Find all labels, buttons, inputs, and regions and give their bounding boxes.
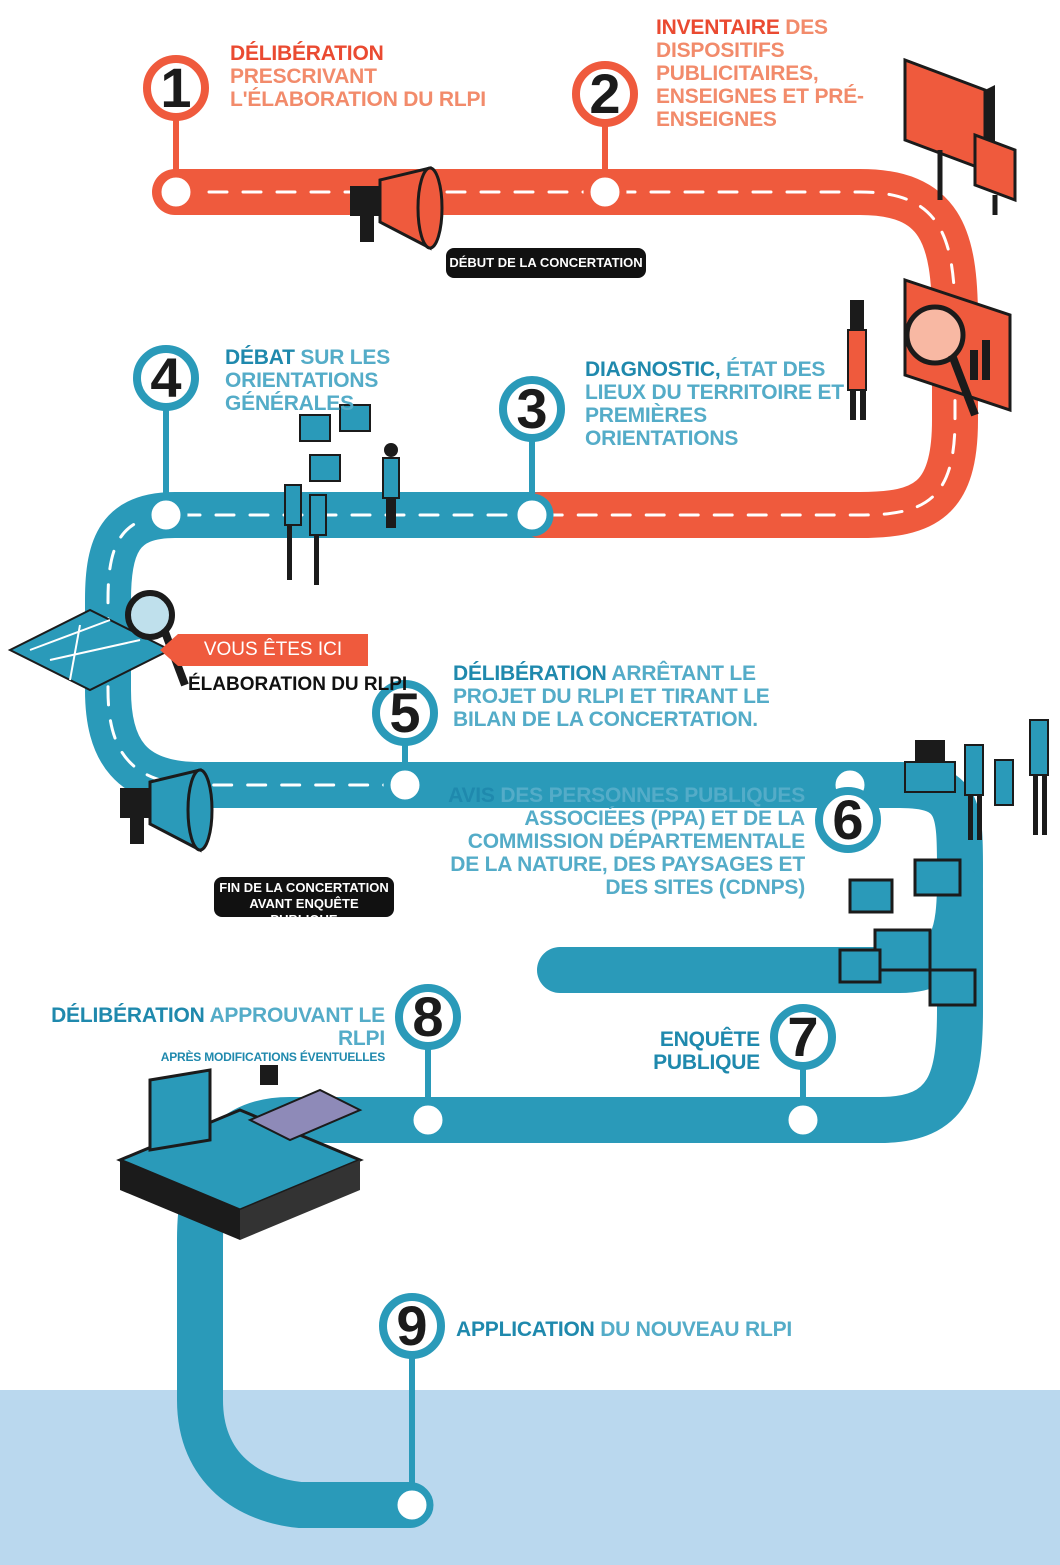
step-4-label: Débat sur les orientations générales [225,346,391,415]
here-arrow [160,634,178,666]
megaphone-icon [120,768,214,853]
step-2-number: 2 [572,61,638,127]
billboard-icon [903,57,1017,215]
step-4-number: 4 [133,345,199,411]
speech-bubbles-icon [838,858,977,1007]
megaphone-icon [350,166,444,251]
step-8-note: après modifications éventuelles [160,1050,385,1064]
step-9-label: Application du nouveau RLPI [456,1318,793,1341]
step-1-label: Délibération prescrivant l'élaboration d… [230,42,486,111]
speech-bubbles-icon [284,404,400,585]
step-3-label: Diagnostic, état des lieux du territoire… [585,358,844,450]
step-1-number: 1 [143,55,209,121]
step-7-label: Enquête publique [653,1028,760,1074]
step-7-number: 7 [770,1004,836,1070]
you-are-here-badge: VOUS ÊTES ICI [178,634,368,666]
office-team-icon [904,719,1049,840]
step-6-label: Avis des personnes publiques associées (… [448,784,805,899]
magnifier-chart-icon [847,277,1012,420]
tablet-map-icon [116,1065,364,1240]
start-concertation-tag: Début de la concertation [446,248,646,278]
step-5-label: Délibération arrêtant le projet du RLPI … [453,662,770,731]
bottom-band [0,1390,1060,1565]
step-8-label: Délibération approuvant le RLPIaprès mod… [40,1004,385,1064]
step-2-label: Inventaire des dispositifs publicitaires… [656,16,864,131]
end-tag-line2: avant enquête publique [249,896,359,927]
step-5-number: 5 [372,680,438,746]
step-3-number: 3 [499,376,565,442]
you-are-here-sub: Élaboration du RLPI [188,674,408,695]
step-6-number: 6 [815,787,881,853]
step-9-number: 9 [379,1293,445,1359]
end-tag-line1: Fin de la concertation [219,880,389,895]
end-concertation-tag: Fin de la concertation avant enquête pub… [214,877,394,927]
step-8-number: 8 [395,984,461,1050]
